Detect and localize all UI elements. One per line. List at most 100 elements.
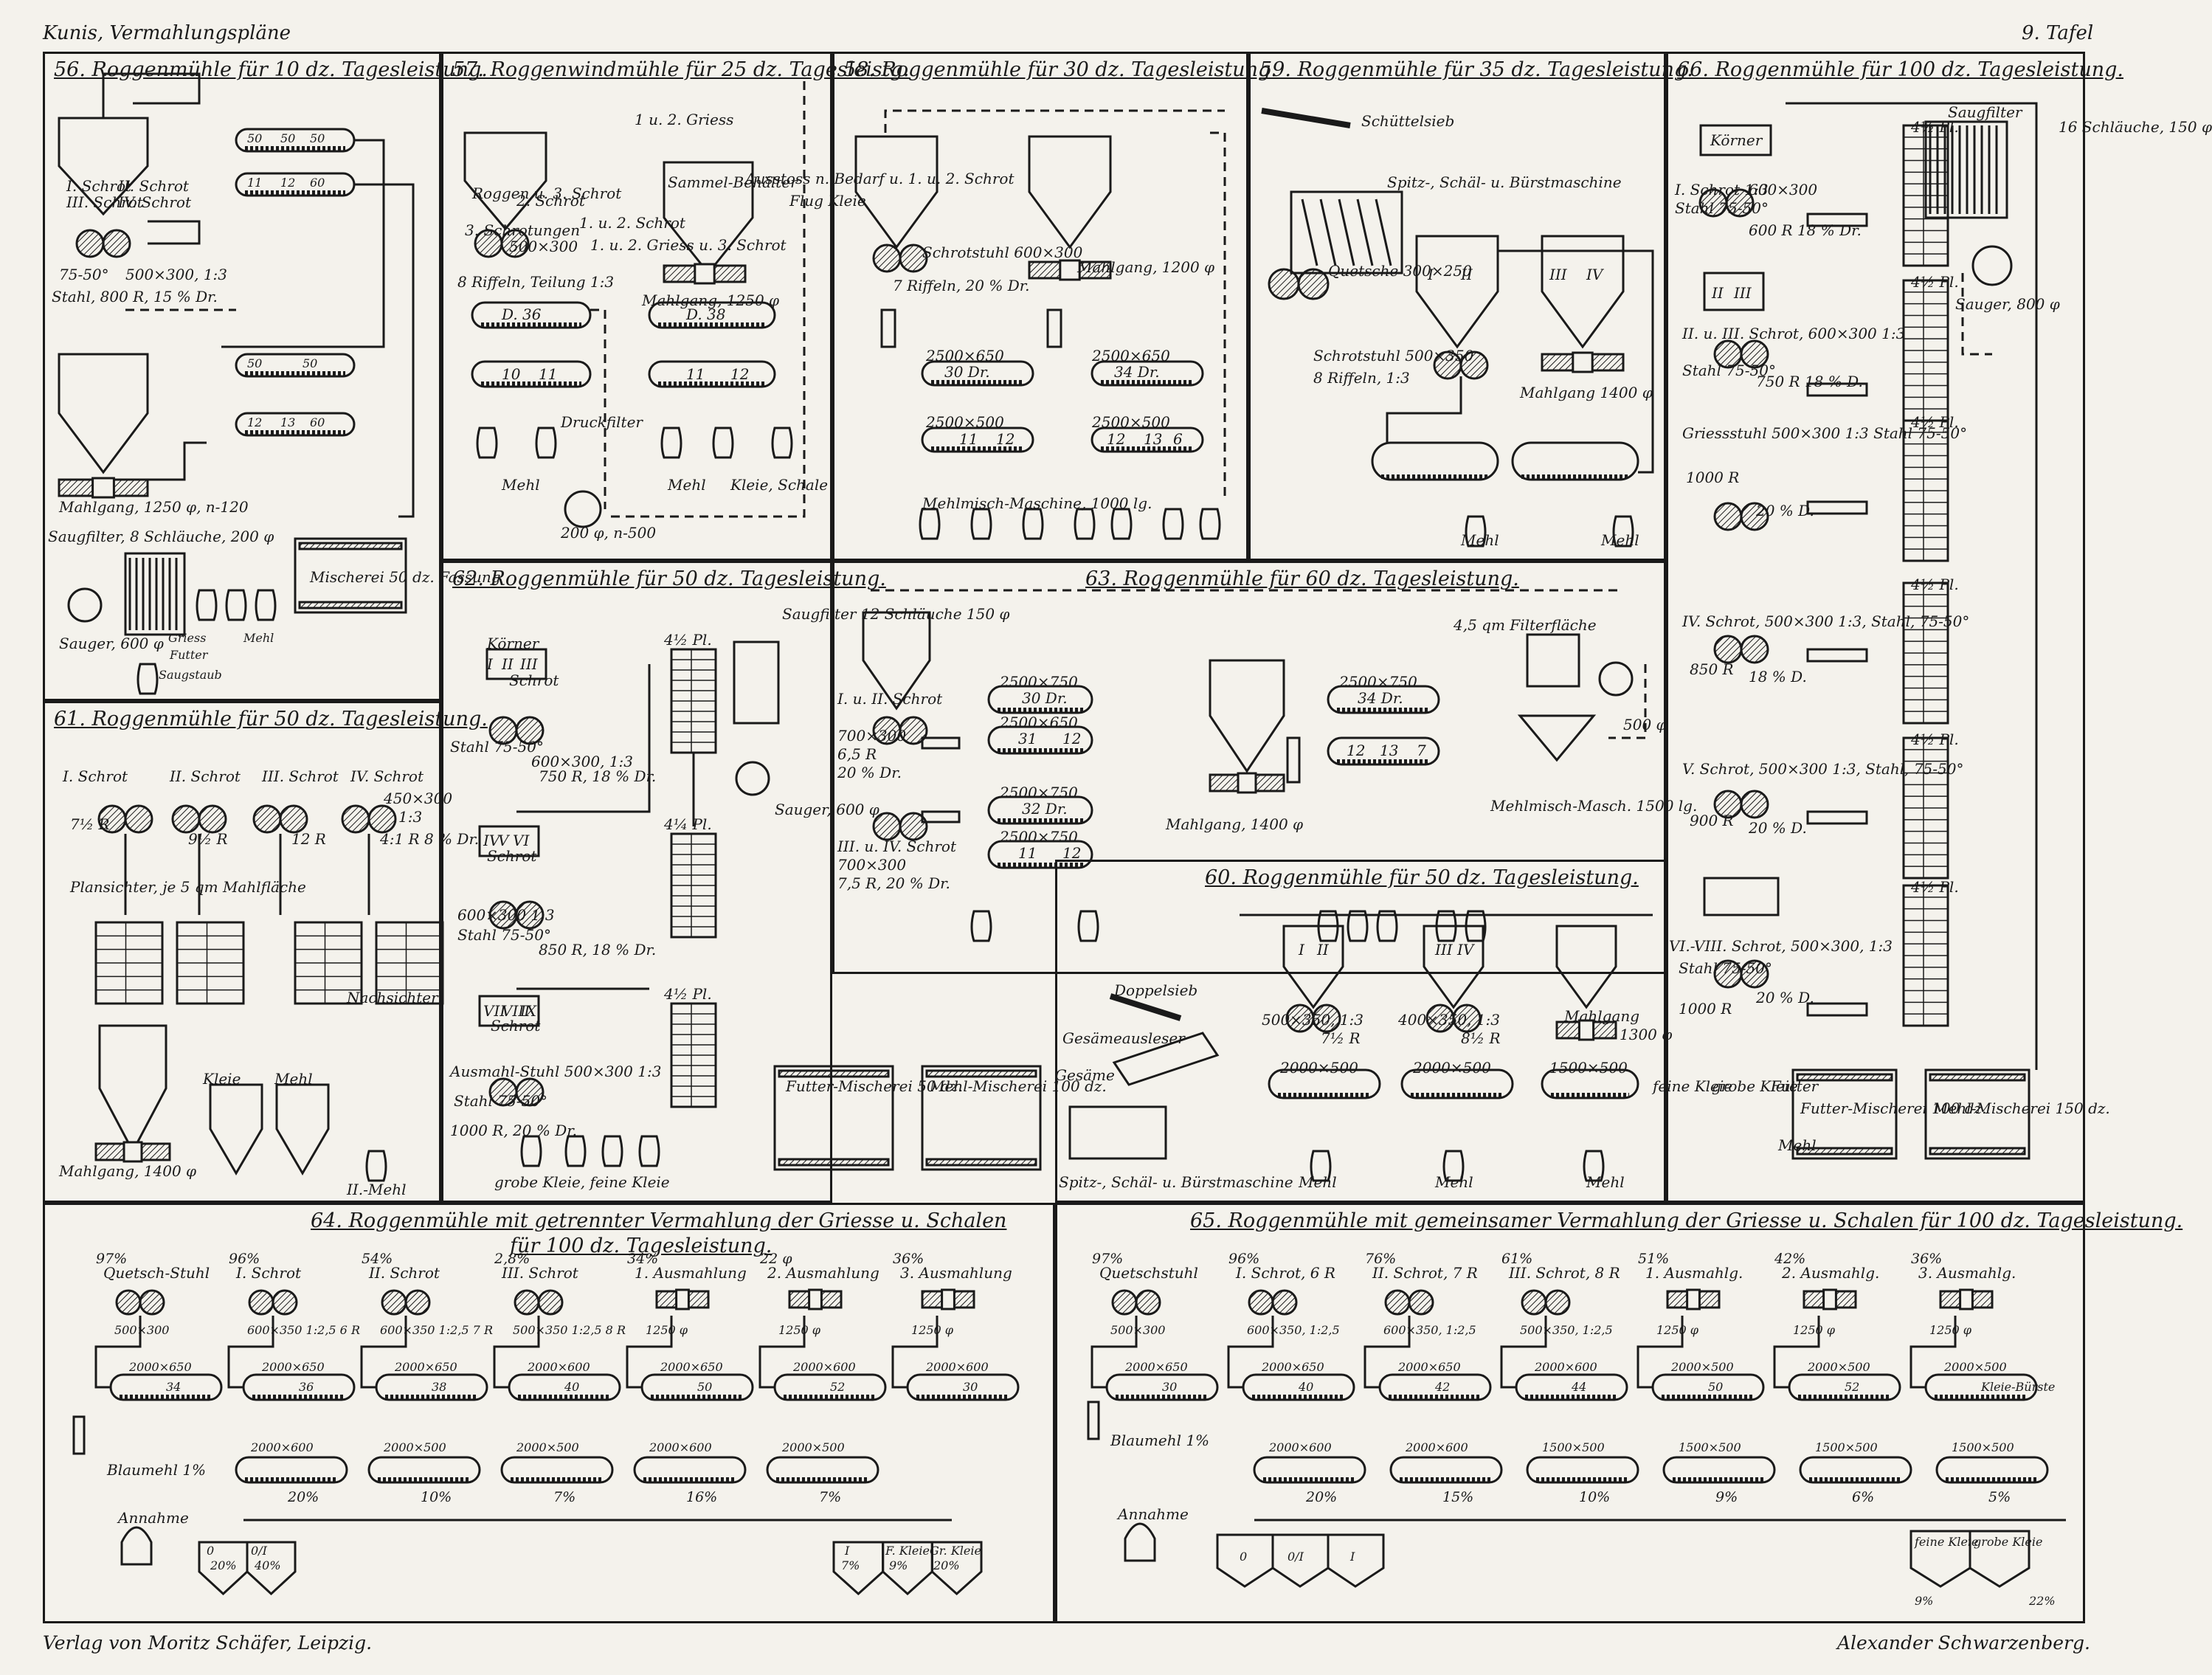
- panel-58-title: 58. Roggenmühle für 30 dz. Tagesleistung…: [843, 58, 1277, 81]
- p66-label: 16 Schläuche, 150 φ: [2059, 118, 2212, 136]
- p62-label: grobe Kleie, feine Kleie: [494, 1173, 670, 1191]
- flour-sack: [255, 589, 277, 621]
- p63-label: 12: [1062, 730, 1082, 747]
- p59-label: Schrotstuhl 500×350: [1313, 347, 1474, 365]
- p61-label: 7½ R: [70, 815, 110, 833]
- sifter-cylinder: [987, 840, 1093, 869]
- p61-label: III. Schrot: [262, 767, 339, 785]
- p65-column-name: II. Schrot, 7 R: [1372, 1264, 1478, 1282]
- p65-lower-sifter: [1389, 1456, 1503, 1484]
- gesaemeausleser: [1112, 1032, 1220, 1086]
- p65-annahme: Annahme: [1118, 1505, 1189, 1523]
- p66-label: IV. Schrot, 500×300 1:3, Stahl, 75-50°: [1682, 612, 1970, 630]
- p63-label: III. u. IV. Schrot: [837, 838, 956, 855]
- p66-label: 20 % D.: [1749, 819, 1807, 837]
- flow-line: [626, 1316, 673, 1389]
- p64-sifter-size: 2000×600: [926, 1360, 989, 1374]
- schrot-hopper: [58, 117, 149, 216]
- p59-label: Schüttelsieb: [1361, 112, 1455, 130]
- p61-label: Kleie: [203, 1070, 241, 1088]
- roller-mill: [198, 804, 227, 834]
- millstone-eye: [941, 1288, 955, 1310]
- flour-sack: [712, 426, 734, 459]
- p64-sifter-number: 38: [432, 1380, 447, 1394]
- p66-label: 20 % D.: [1756, 989, 1814, 1006]
- flour-sack: [601, 1135, 623, 1167]
- millstone-eye: [808, 1288, 823, 1310]
- flour-sack: [1376, 910, 1398, 942]
- flow-line: [94, 1316, 142, 1389]
- panel-66: 66. Roggenmühle für 100 dz. Tagesleistun…: [1666, 52, 2123, 1203]
- p66-label: grobe Kleie: [1712, 1077, 1798, 1095]
- panel-65-title: 65. Roggenmühle mit gemeinsamer Vermahlu…: [1190, 1209, 2183, 1232]
- roller-mill: [1452, 1004, 1482, 1033]
- p66-label: Griessstuhl 500×300 1:3 Stahl 75-50°: [1682, 424, 1968, 442]
- p63-label: 2500×750: [1000, 828, 1078, 846]
- p65-sifter-number: 52: [1845, 1380, 1860, 1394]
- flow-line: [1386, 376, 1462, 443]
- p57-label: Flug Kleie: [789, 192, 866, 210]
- p66-label: V. Schrot, 500×300 1:3, Stahl, 75-50°: [1682, 760, 1964, 778]
- spitz-maschine: [1290, 190, 1403, 274]
- p64-sifter-number: 40: [564, 1380, 580, 1394]
- p57-label: Mehl: [502, 476, 540, 494]
- p66-label: 4½ Pl.: [1911, 118, 1959, 136]
- hopper: [1423, 925, 1485, 1009]
- schrot-hopper: [1703, 272, 1765, 311]
- p59-label: III: [1549, 266, 1567, 283]
- p58-label: 30 Dr.: [944, 363, 990, 381]
- p65-bin-label: 9%: [1915, 1594, 1934, 1608]
- p66-label: 1000 R: [1686, 469, 1740, 486]
- flow-line: [1608, 664, 1647, 739]
- mixer-screw: [1796, 1147, 1893, 1156]
- p63-label: 700×300: [837, 856, 907, 874]
- flow-line: [884, 109, 1225, 133]
- p64-blaumehl: Blaumehl 1%: [107, 1461, 207, 1479]
- flour-sack: [1442, 1150, 1465, 1182]
- p64-sifter-size: 2000×650: [395, 1360, 457, 1374]
- panel-66-title: 66. Roggenmühle für 100 dz. Tagesleistun…: [1677, 58, 2124, 81]
- p65-lower-size: 1500×500: [1952, 1440, 2014, 1454]
- flour-sack: [1465, 515, 1487, 548]
- roller-mill: [279, 804, 308, 834]
- flow-line: [1319, 198, 1337, 266]
- p62-label: Schrot: [487, 847, 537, 865]
- p57-label: Druckfilter: [561, 413, 643, 431]
- sifter-cylinder: [471, 301, 592, 329]
- p57-label: D. 38: [686, 305, 726, 323]
- p66-label: Körner: [1710, 131, 1763, 149]
- mixer-screw: [778, 1158, 890, 1167]
- millstone-eye: [1572, 351, 1594, 373]
- p60-label: Mahlgang: [1564, 1007, 1640, 1025]
- p65-lower-percent: 15%: [1442, 1489, 1474, 1505]
- p65-column-spec: 1250 φ: [1793, 1323, 1836, 1337]
- p65-bin-label: 0/I: [1288, 1550, 1304, 1564]
- p58-label: Schrotstuhl 600×300: [922, 244, 1083, 261]
- p61-label: 12 R: [291, 830, 326, 848]
- p64-lower-size: 2000×600: [251, 1440, 314, 1454]
- p61-label: 4:1 R 8 % Dr.: [380, 830, 480, 848]
- millstone-eye: [1959, 1288, 1974, 1310]
- p58-label: Mehlmisch-Maschine, 1000 lg.: [922, 494, 1152, 512]
- p57-label: 500×300: [509, 238, 578, 255]
- flour-sack: [660, 426, 682, 459]
- p66-label: Futter-Mischerei 100 dz.: [1800, 1099, 1987, 1117]
- roller-mill: [515, 1077, 545, 1107]
- p64-sifter-number: 34: [166, 1380, 182, 1394]
- p57-label: 12: [730, 365, 750, 383]
- flow-line: [1498, 249, 1654, 474]
- flour-sack: [638, 1135, 660, 1167]
- header-left: Kunis, Vermahlungspläne: [43, 22, 291, 44]
- panel-64-subtitle: für 100 dz. Tagesleistung.: [510, 1234, 773, 1257]
- p63-label: 11: [1018, 844, 1037, 862]
- p61-label: 1:3: [398, 808, 423, 826]
- p66-label: 1000 R: [1679, 1000, 1732, 1018]
- p65-lower-sifter: [1662, 1456, 1776, 1484]
- millstone-eye: [1822, 1288, 1837, 1310]
- flour-sack: [564, 1135, 587, 1167]
- p66-label: 4½ Pl.: [1911, 273, 1959, 291]
- flow-line: [1338, 198, 1355, 266]
- p60-label: 1500×500: [1549, 1059, 1628, 1077]
- p59-label: Spitz-, Schäl- u. Bürstmaschine: [1387, 173, 1622, 191]
- p64-column-percent: 2,8%: [494, 1251, 530, 1267]
